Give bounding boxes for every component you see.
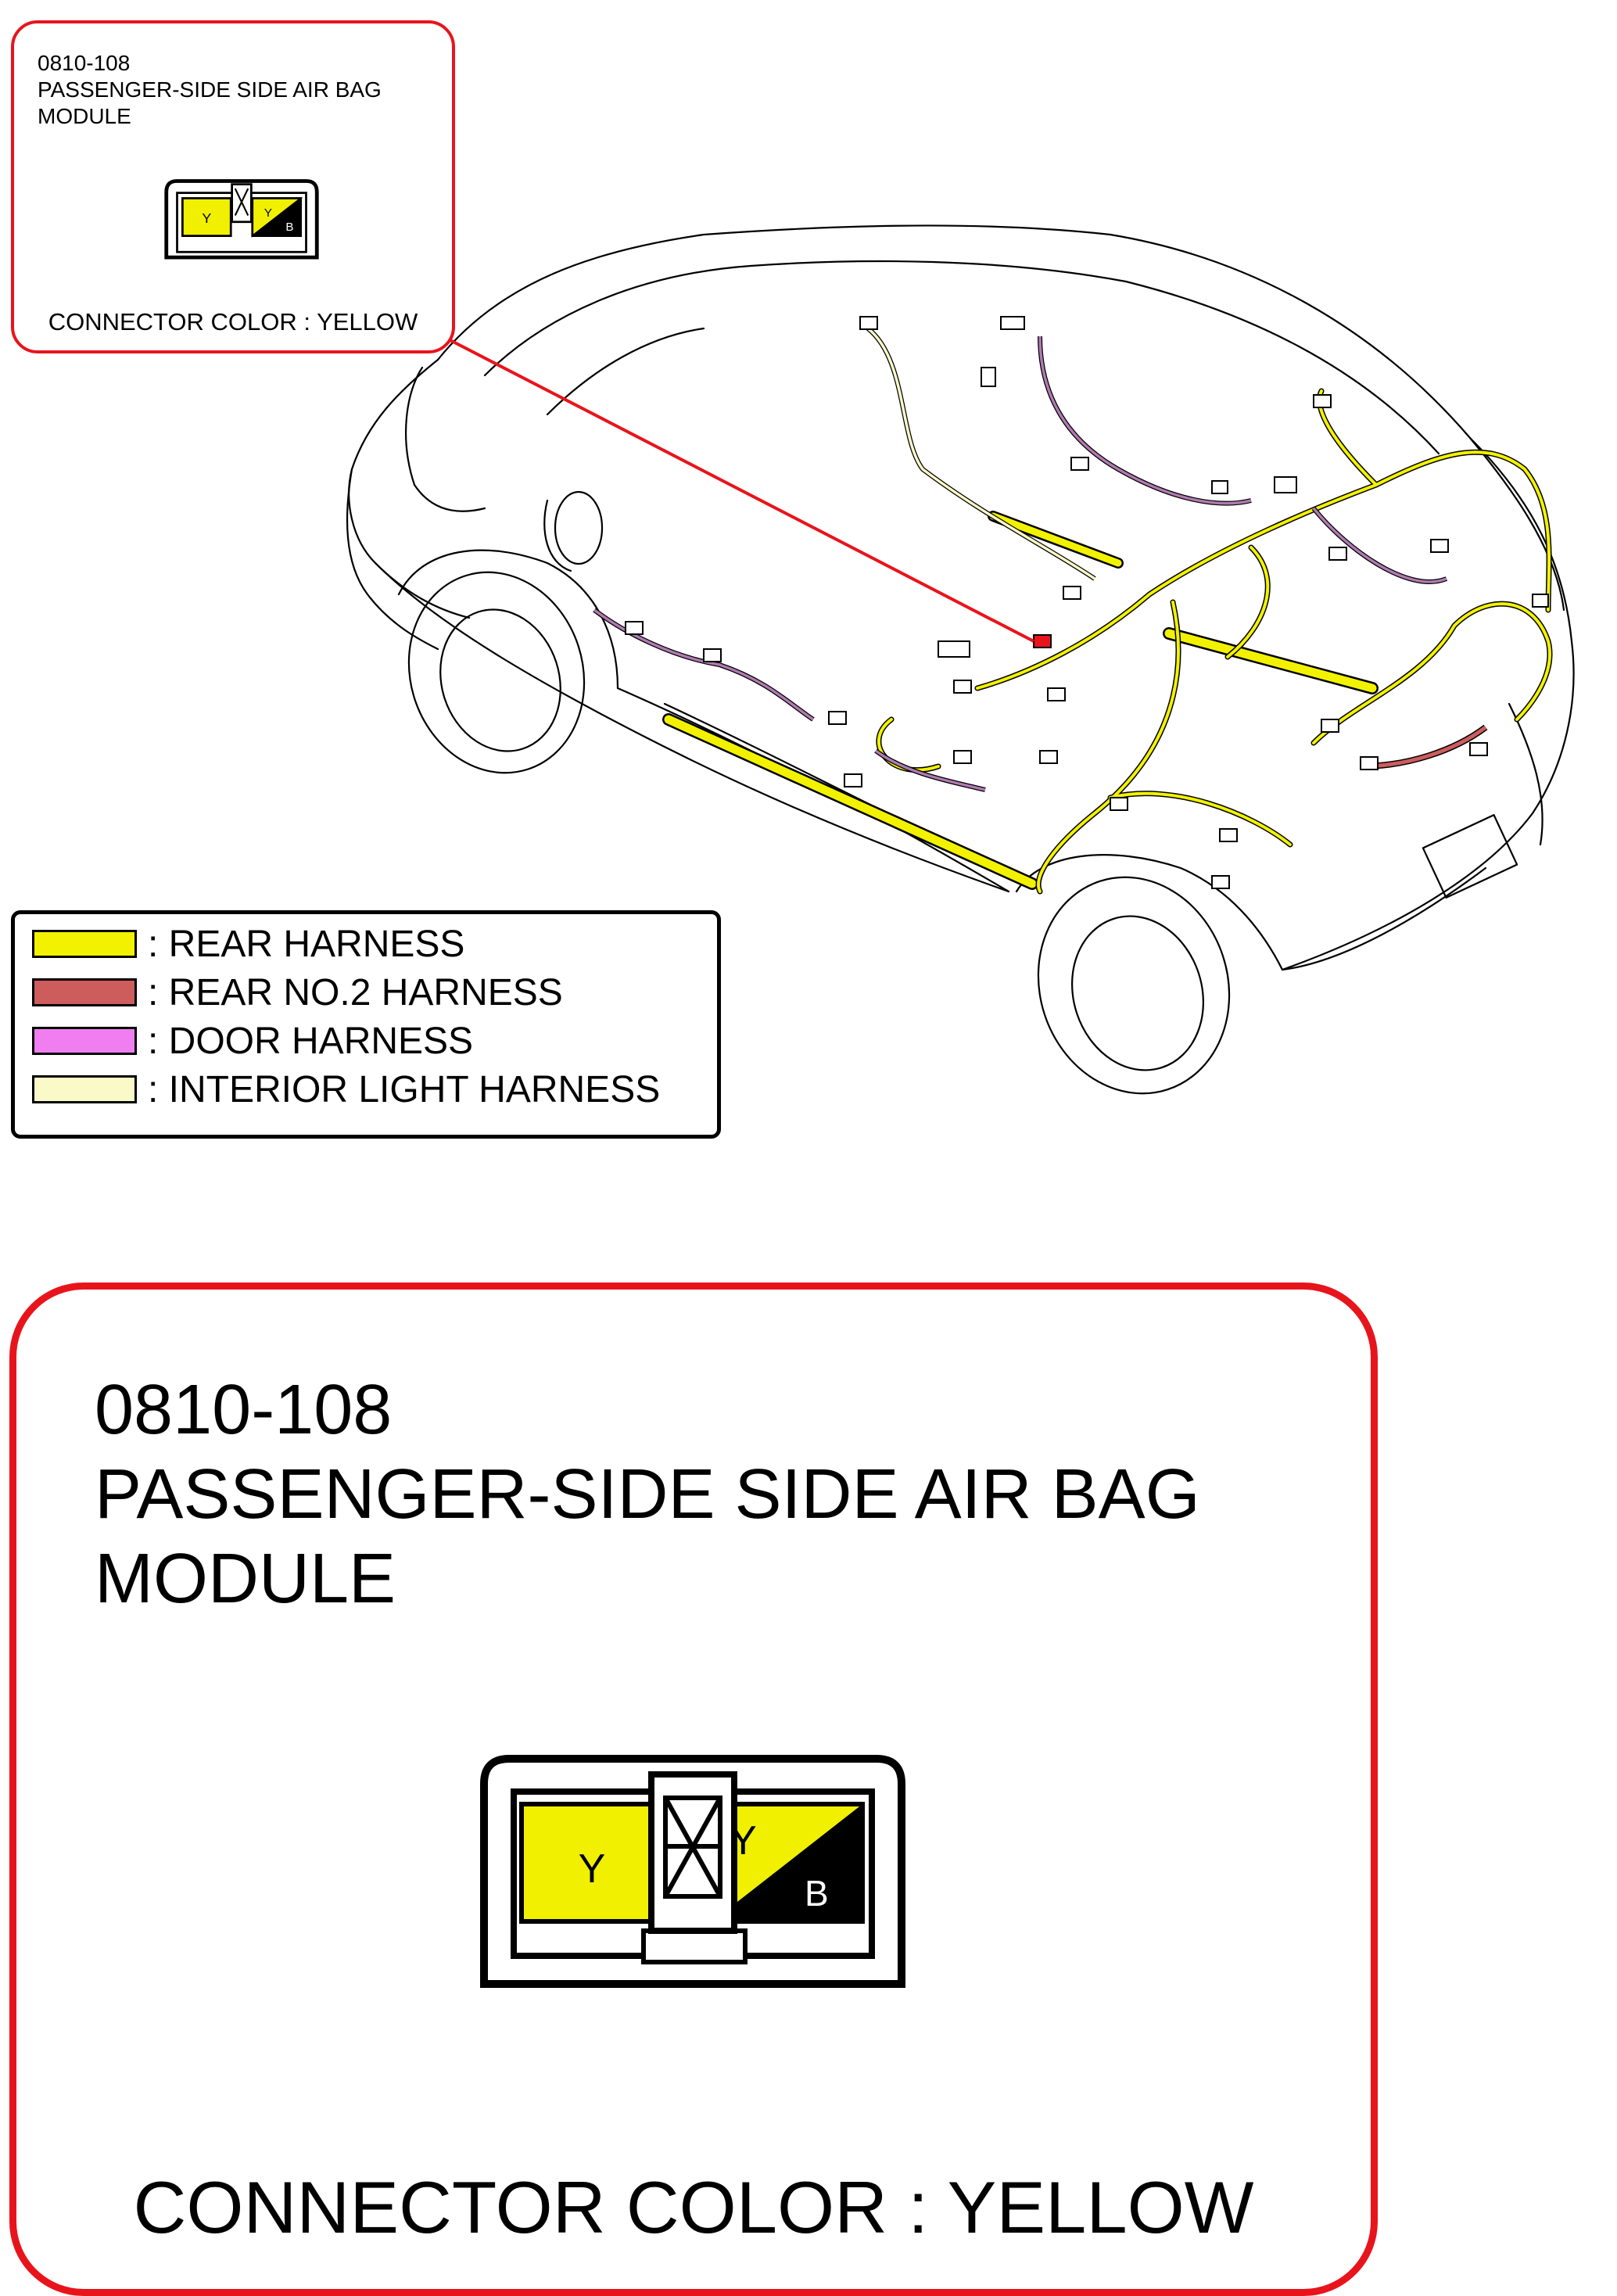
legend-swatch-interior-light-harness: [32, 1075, 137, 1103]
rear-harness-routing: [662, 388, 1553, 895]
legend-item-door-harness: : DOOR HARNESS: [32, 1021, 473, 1062]
rear-no2-harness-routing: [1360, 724, 1488, 770]
legend-label-interior-light-harness: : INTERIOR LIGHT HARNESS: [148, 1068, 661, 1110]
small-lock-tab: [231, 183, 253, 224]
callout-leader-line: [442, 335, 1034, 643]
interior-light-harness-routing: [866, 326, 1096, 581]
small-connector-face-diagram: Y Y B: [164, 179, 319, 260]
harness-connectors: [625, 316, 1549, 889]
large-connector-code: 0810-108: [95, 1371, 393, 1449]
legend-item-rear-no2-harness: : REAR NO.2 HARNESS: [32, 972, 563, 1013]
vehicle-wiring-illustration: [346, 224, 1575, 1095]
small-connector-color-label: CONNECTOR COLOR : YELLOW: [48, 308, 418, 335]
small-connector-code: 0810-108: [38, 51, 131, 75]
legend-label-door-harness: : DOOR HARNESS: [148, 1020, 474, 1062]
legend-item-rear-harness: : REAR HARNESS: [32, 924, 464, 965]
legend-label-rear-no2-harness: : REAR NO.2 HARNESS: [148, 971, 563, 1013]
car-body-outline: [346, 224, 1575, 1095]
small-pin-2-label: Y: [264, 206, 272, 220]
harness-color-legend: : REAR HARNESS : REAR NO.2 HARNESS : DOO…: [11, 910, 721, 1139]
legend-swatch-door-harness: [32, 1027, 137, 1055]
large-pin-1-label: Y: [579, 1846, 606, 1892]
door-harness-routing: [593, 335, 1448, 792]
small-connector-callout: 0810-108 PASSENGER-SIDE SIDE AIR BAG MOD…: [11, 20, 455, 353]
legend-item-interior-light-harness: : INTERIOR LIGHT HARNESS: [32, 1069, 660, 1110]
target-connector-marker: [1033, 634, 1052, 648]
small-pin-1: [181, 197, 232, 237]
small-pin-2-stripe: B: [285, 221, 293, 234]
large-connector-name: PASSENGER-SIDE SIDE AIR BAG MODULE: [95, 1455, 1200, 1618]
large-connector-callout: 0810-108 PASSENGER-SIDE SIDE AIR BAG MOD…: [9, 1283, 1378, 2296]
small-pin-1-label: Y: [202, 210, 211, 226]
legend-swatch-rear-no2-harness: [32, 978, 137, 1006]
small-connector-name: PASSENGER-SIDE SIDE AIR BAG MODULE: [38, 77, 382, 128]
large-pin-2-stripe: B: [805, 1873, 829, 1914]
legend-swatch-rear-harness: [32, 930, 137, 958]
large-connector-face-diagram: Y Y B: [480, 1755, 905, 1988]
legend-label-rear-harness: : REAR HARNESS: [148, 923, 465, 965]
large-connector-color-label: CONNECTOR COLOR : YELLOW: [133, 2166, 1254, 2248]
